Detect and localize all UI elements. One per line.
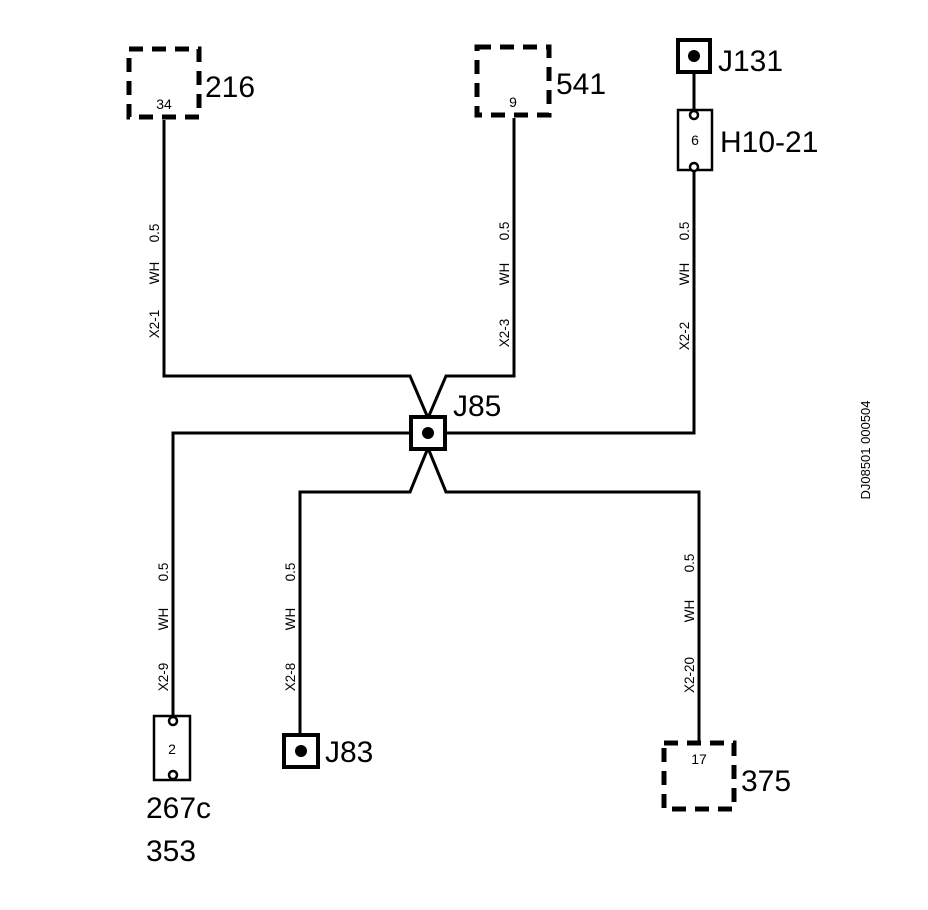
wire-size: 0.5 [497,222,512,241]
label-353: 353 [146,835,196,868]
pin-17: 17 [691,751,707,767]
wire-labels-x2-9: 0.5 WH X2-9 [156,563,171,692]
wire-size: 0.5 [677,222,692,241]
component-216: 34 216 [126,46,255,120]
wire-color: WH [677,263,692,286]
component-541: 9 541 [474,44,606,118]
wire-id: X2-2 [677,322,692,351]
wire-color: WH [147,262,162,285]
label-216: 216 [205,71,255,104]
wire-size: 0.5 [682,554,697,573]
wire-labels-x2-20: 0.5 WH X2-20 [682,554,697,693]
wire-labels-x2-3: 0.5 WH X2-3 [497,222,512,348]
wire-labels-x2-2: 0.5 WH X2-2 [677,222,692,351]
label-j131: J131 [718,45,783,78]
wire-size: 0.5 [156,563,171,582]
junction-j85: J85 [409,390,501,451]
label-267c: 267c [146,792,211,825]
wire-color: WH [156,608,171,631]
label-541: 541 [556,68,606,101]
wire-labels-x2-1: 0.5 WH X2-1 [147,224,162,339]
reference-code: DJ08501 000504 [858,400,873,499]
wire-size: 0.5 [147,224,162,243]
wire-id: X2-3 [497,319,512,348]
wire-x2-20 [426,447,701,744]
wire-id: X2-8 [283,663,298,692]
pin-9: 9 [509,94,517,110]
pin-6: 6 [691,132,699,148]
wire-id: X2-20 [682,657,697,693]
wire-color: WH [497,263,512,286]
junction-j131: J131 [676,38,783,78]
label-j83: J83 [325,736,373,769]
wire-x2-8 [298,447,430,736]
wire-labels-x2-8: 0.5 WH X2-8 [283,563,298,692]
label-h10-21: H10-21 [720,126,818,159]
label-375: 375 [741,765,791,798]
label-j85: J85 [453,390,501,423]
wire-x2-2 [446,172,696,435]
wire-id: X2-1 [147,310,162,339]
wire-color: WH [283,608,298,631]
connector-h10-21: 6 H10-21 [676,108,818,173]
wire-size: 0.5 [283,563,298,582]
wire-x2-1 [162,120,430,419]
component-375: 17 375 [661,740,791,812]
pin-2: 2 [168,741,176,757]
wire-x2-3 [426,118,516,419]
wire-color: WH [682,600,697,623]
wire-id: X2-9 [156,663,171,692]
wire-x2-9 [171,431,410,716]
pin-34: 34 [156,96,172,112]
junction-j83: J83 [282,733,373,769]
connector-267c-353: 2 267c 353 [146,714,211,868]
